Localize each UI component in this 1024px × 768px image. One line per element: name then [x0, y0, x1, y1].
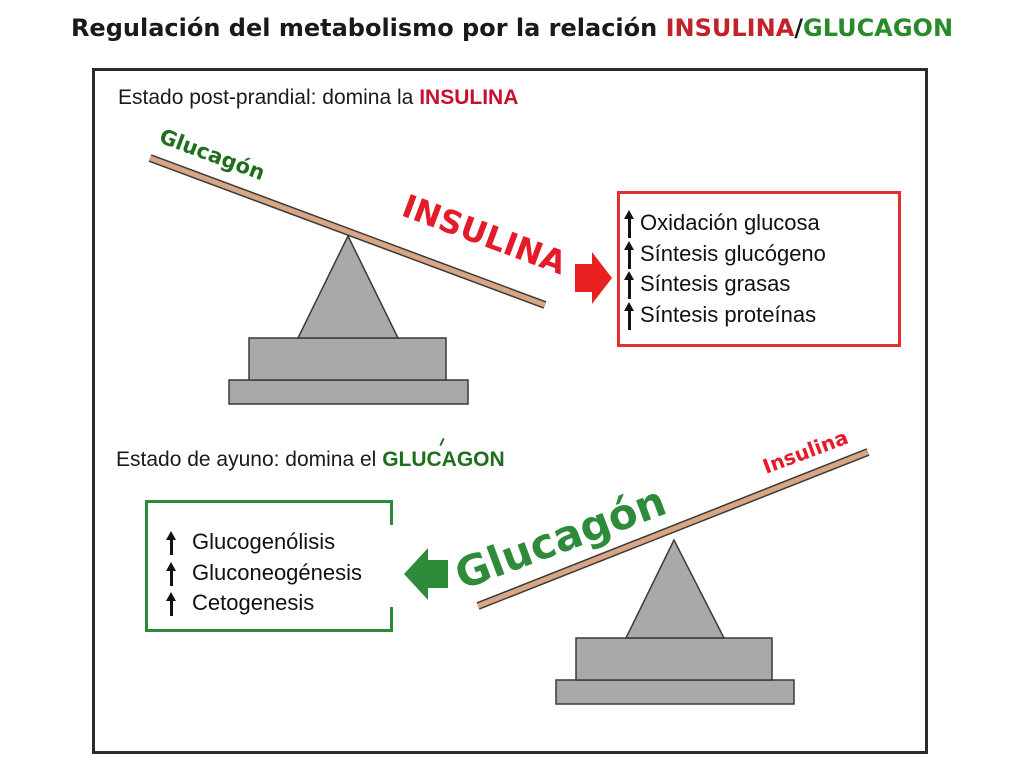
effect-item: Glucogenólisis [162, 527, 362, 558]
page-title: Regulación del metabolismo por la relaci… [0, 14, 1024, 42]
diagram-frame [92, 68, 928, 754]
effect-item: Cetogenesis [162, 588, 362, 619]
post-prandial-effects-box: Oxidación glucosa Síntesis glucógeno Sín… [617, 191, 901, 347]
post-prandial-effects-list: Oxidación glucosa Síntesis glucógeno Sín… [624, 208, 826, 330]
title-glucagon: GLUCAGON [803, 14, 954, 42]
effect-label: Síntesis glucógeno [640, 240, 826, 266]
base-bottom-icon [228, 379, 469, 405]
up-arrow-icon [624, 301, 636, 330]
post-prandial-seesaw: Glucagón INSULINA [148, 124, 612, 405]
ayuno-caption: Estado de ayuno: domina el GLUCAGON [116, 448, 505, 472]
seesaw-beam-fill [149, 155, 546, 308]
up-arrow-icon [624, 210, 636, 238]
up-arrow-icon [166, 531, 178, 555]
ayuno-effects-box: Glucogenólisis Gluconeogénesis Cetogenes… [145, 500, 393, 632]
effect-label: Oxidación glucosa [640, 210, 820, 235]
effect-item: Gluconeogénesis [162, 558, 362, 589]
red-block-arrow-icon [575, 252, 612, 304]
triangle-fulcrum-icon [296, 234, 400, 339]
effect-item: Oxidación glucosa [624, 208, 826, 239]
up-arrow-icon [624, 240, 636, 269]
effect-label: Síntesis grasas [640, 271, 791, 296]
up-arrow-icon [624, 271, 636, 299]
post-prandial-caption-highlight: INSULINA [419, 86, 519, 109]
base-top-icon [248, 337, 447, 381]
ayuno-caption-highlight: GLUCAGON [382, 448, 505, 471]
up-arrow-icon [166, 592, 178, 616]
glucagon-low-label: Glucagón [448, 476, 672, 599]
ayuno-caption-prefix: Estado de ayuno: domina el [116, 448, 383, 471]
seesaw-beam-fill [477, 449, 869, 609]
effect-item: Síntesis glucógeno [624, 239, 826, 270]
ayuno-effects-list: Glucogenólisis Gluconeogénesis Cetogenes… [162, 527, 362, 619]
green-block-arrow-icon [404, 548, 448, 600]
insulina-low-label: INSULINA [397, 187, 571, 283]
effect-label: Cetogenesis [192, 590, 315, 615]
insulina-high-label: Insulina [759, 425, 851, 479]
effect-item: Síntesis proteínas [624, 300, 826, 331]
triangle-fulcrum-icon [624, 538, 726, 639]
effect-label: Glucogenólisis [192, 529, 336, 554]
post-prandial-caption: Estado post-prandial: domina la INSULINA [118, 86, 518, 110]
glucagon-high-label: Glucagón [156, 124, 268, 185]
up-arrow-icon [166, 561, 178, 586]
post-prandial-caption-prefix: Estado post-prandial: domina la [118, 86, 420, 109]
title-slash: / [794, 14, 804, 42]
title-prefix: Regulación del metabolismo por la relaci… [70, 14, 666, 42]
effect-label: Gluconeogénesis [192, 559, 363, 585]
base-bottom-icon [555, 679, 795, 705]
base-top-icon [575, 637, 773, 681]
effect-item: Síntesis grasas [624, 269, 826, 300]
effect-label: Síntesis proteínas [640, 301, 817, 327]
ayuno-seesaw: Insulina Glucagón [404, 425, 870, 705]
title-insulina: INSULINA [665, 14, 795, 42]
